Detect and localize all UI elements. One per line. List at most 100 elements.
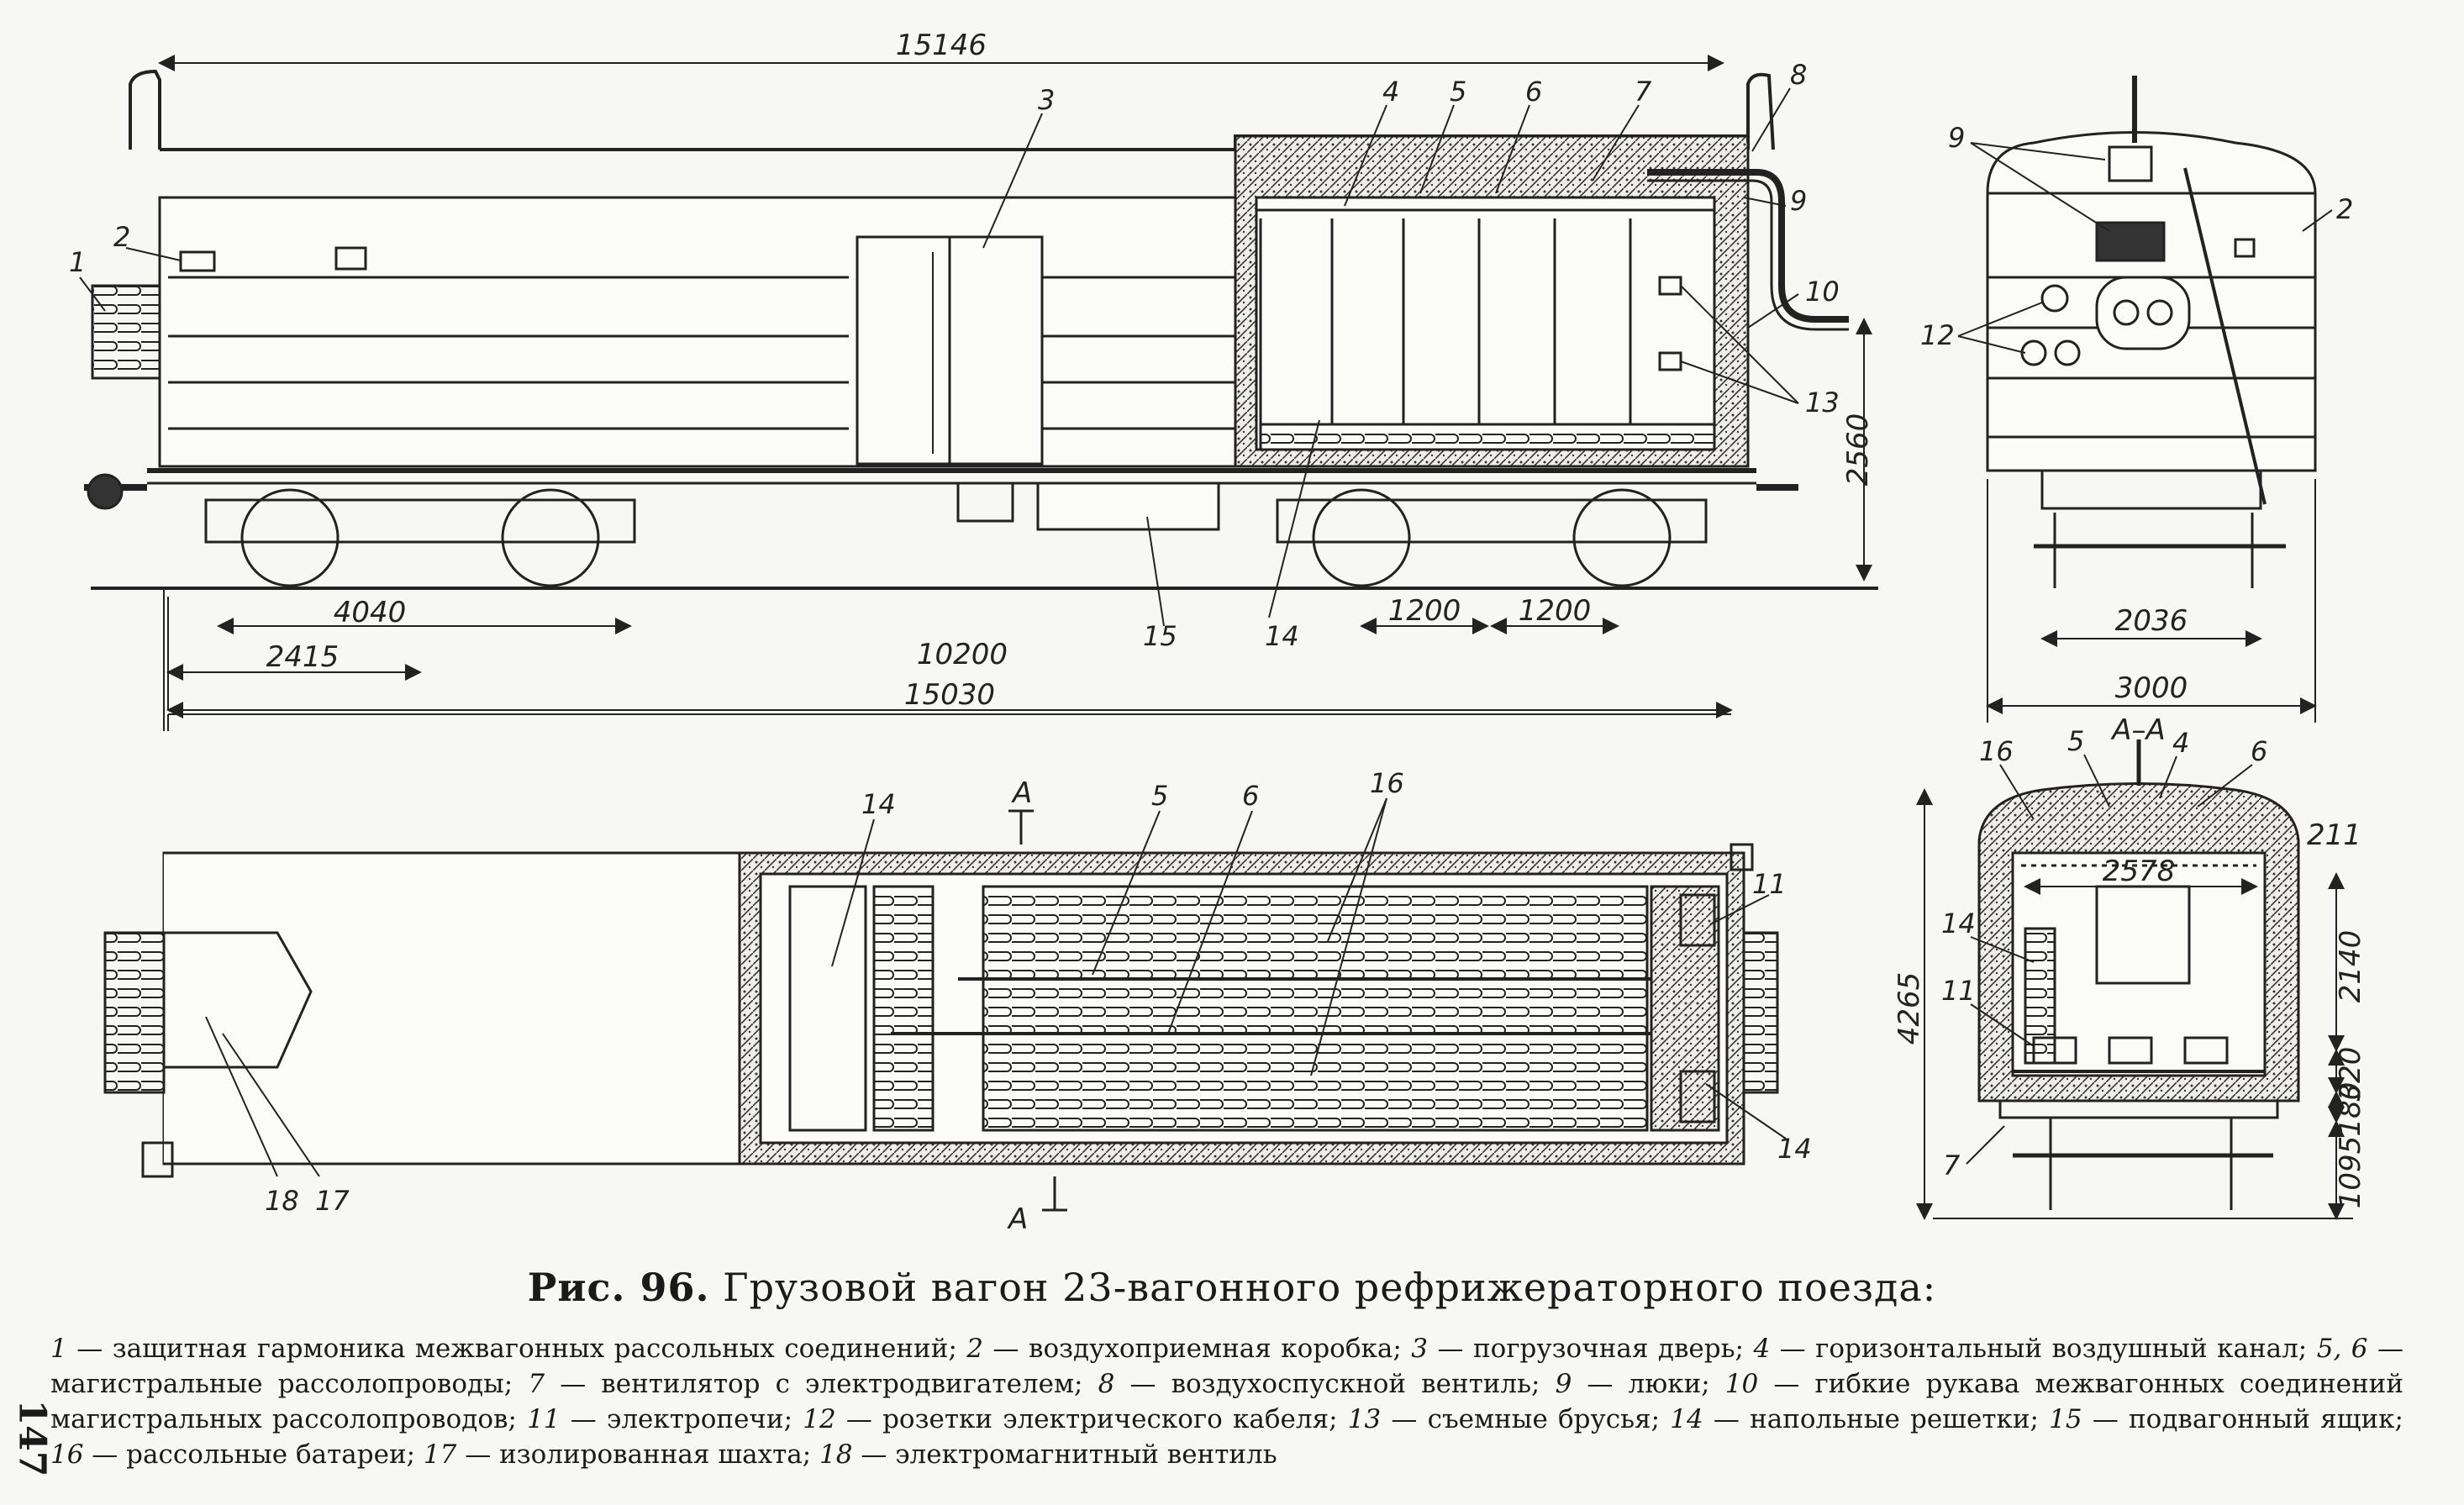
plan-view-callouts	[205, 797, 1787, 1177]
legend-item-text: — вентилятор с электродвигателем;	[545, 1369, 1098, 1399]
dim-inner-width: 2578	[2103, 855, 2176, 888]
cross-section-label-group: А–А 4265 2578 2140 320 180 1095 211 16 5…	[1893, 713, 2367, 1208]
callout-4: 4	[1382, 76, 1399, 108]
section-callout-11: 11	[1941, 975, 1976, 1007]
plan-callout-14: 14	[861, 788, 896, 820]
dim-wheelbase-b: 1200	[1519, 594, 1592, 628]
callout-8: 8	[1790, 59, 1807, 91]
legend-item-text: — погрузочная дверь;	[1428, 1334, 1754, 1364]
legend-item: 8 — воздухоспускной вентиль;	[1098, 1369, 1556, 1399]
legend-item-number: 1	[50, 1334, 67, 1364]
dim-bogie-base: 4040	[334, 596, 407, 629]
dim-wheelbase-a: 1200	[1388, 594, 1461, 628]
plan-callout-11: 11	[1752, 868, 1787, 900]
plan-callout-5: 5	[1151, 780, 1168, 812]
legend-item-text: — горизонтальный воздушный канал;	[1770, 1334, 2317, 1364]
legend-item: 13 — съемные брусья;	[1348, 1404, 1670, 1434]
legend-item: 3 — погрузочная дверь;	[1411, 1334, 1753, 1364]
legend-item-number: 8	[1098, 1369, 1115, 1399]
legend-item: 2 — воздухоприемная коробка;	[966, 1334, 1411, 1364]
legend-item-text: — рассольные батареи;	[83, 1439, 424, 1470]
side-view-dimensions	[158, 55, 1872, 731]
side-view-callouts	[79, 87, 1799, 627]
page-number: 147	[10, 1399, 54, 1477]
section-mark-bottom: А	[1007, 1202, 1028, 1236]
legend-item-text: — гибкие рукава межвагонных соединений м…	[50, 1369, 2403, 1434]
plan-view-label-group: 14 5 6 16 11 14 18 17	[265, 767, 1812, 1217]
legend-item-number: 16	[50, 1439, 84, 1470]
end-callout-2: 2	[2336, 193, 2353, 225]
legend-item-text: — магистральные рассолопроводы;	[50, 1334, 2403, 1399]
callout-5: 5	[1450, 76, 1466, 108]
dim-end-to-bogie: 2415	[266, 640, 340, 674]
legend-item: 11 — электропечи;	[527, 1404, 803, 1434]
legend-item-number: 10	[1724, 1369, 1759, 1399]
plan-callout-17: 17	[315, 1185, 350, 1217]
cross-section-dimensions	[1916, 788, 2353, 1220]
end-callout-9: 9	[1948, 122, 1965, 154]
section-callout-14: 14	[1941, 908, 1976, 939]
legend-item: 10 — гибкие рукава межвагонных соединени…	[50, 1369, 2403, 1434]
end-view-dimensions	[1986, 479, 2317, 723]
legend-item-number: 4	[1753, 1334, 1771, 1364]
legend-item-text: — люки;	[1572, 1369, 1725, 1399]
legend-item-number: 18	[819, 1439, 853, 1470]
callout-14: 14	[1265, 620, 1299, 652]
dim-height-side: 2560	[1841, 413, 1875, 487]
caption-title-text: Грузовой вагон 23-вагонного рефрижератор…	[723, 1265, 1937, 1310]
callout-10: 10	[1805, 276, 1840, 308]
dim-subfloor: 180	[2334, 1082, 2367, 1137]
section-callout-16: 16	[1979, 735, 2014, 767]
callout-3: 3	[1038, 84, 1055, 116]
dim-axle-height: 1095	[2334, 1136, 2367, 1209]
legend-item-number: 15	[2049, 1404, 2082, 1434]
figure-legend: 1 — защитная гармоника межвагонных рассо…	[50, 1331, 2403, 1472]
section-callout-4: 4	[2172, 727, 2189, 759]
end-view-callouts	[1957, 142, 2333, 354]
legend-item: 9 — люки;	[1556, 1369, 1725, 1399]
legend-item: 17 — изолированная шахта;	[424, 1439, 819, 1470]
side-view-dimension-labels: 15146 2560 4040 2415 10200 15030 1200 12…	[266, 29, 1875, 712]
side-view	[84, 69, 1878, 590]
callout-1: 1	[69, 246, 86, 278]
plan-view	[103, 809, 1779, 1212]
legend-item-text: — изолированная шахта;	[456, 1439, 820, 1470]
plan-callout-16: 16	[1370, 767, 1404, 799]
callout-7: 7	[1635, 76, 1652, 108]
callout-6: 6	[1525, 76, 1542, 108]
legend-item-number: 5, 6	[2316, 1334, 2368, 1364]
cross-section-view	[1977, 739, 2300, 1210]
legend-item-text: — розетки электрического кабеля;	[835, 1404, 1348, 1434]
section-mark-top: А	[1011, 776, 1032, 810]
legend-item-number: 12	[803, 1404, 836, 1434]
section-callout-7: 7	[1943, 1150, 1961, 1181]
plan-callout-14b: 14	[1777, 1133, 1812, 1165]
legend-item-text: — электромагнитный вентиль	[852, 1439, 1277, 1470]
dim-frame-length: 15030	[904, 678, 995, 712]
legend-item-number: 2	[966, 1334, 984, 1364]
dim-track-gauge: 2036	[2115, 604, 2188, 638]
legend-item-text: — напольные решетки;	[1703, 1404, 2050, 1434]
end-view-label-group: 2036 3000 9 2 12	[1920, 122, 2353, 705]
dim-inner-height: 2140	[2334, 930, 2367, 1003]
legend-item: 4 — горизонтальный воздушный канал;	[1753, 1334, 2316, 1364]
legend-item: 5, 6 — магистральные рассолопроводы;	[50, 1334, 2403, 1399]
legend-item: 18 — электромагнитный вентиль	[819, 1439, 1277, 1470]
dim-width-end: 3000	[2115, 671, 2188, 705]
legend-item-text: — воздухоспускной вентиль;	[1114, 1369, 1556, 1399]
legend-item-number: 17	[423, 1439, 457, 1470]
caption-prefix: Рис. 96.	[527, 1265, 710, 1310]
section-title: А–А	[2110, 713, 2166, 747]
legend-item-number: 7	[528, 1369, 545, 1399]
legend-item: 7 — вентилятор с электродвигателем;	[528, 1369, 1098, 1399]
plan-view-section-marks: А А	[1007, 776, 1032, 1236]
legend-item: 1 — защитная гармоника межвагонных рассо…	[50, 1334, 966, 1364]
callout-2: 2	[113, 221, 130, 253]
section-callout-5: 5	[2067, 725, 2084, 757]
callout-9: 9	[1790, 185, 1807, 217]
side-view-label-group: 1 2 3 4 5 6 7 8 9 10 13 14 15	[69, 59, 1840, 652]
legend-item: 16 — рассольные батареи;	[50, 1439, 424, 1470]
section-callout-6: 6	[2251, 735, 2267, 767]
